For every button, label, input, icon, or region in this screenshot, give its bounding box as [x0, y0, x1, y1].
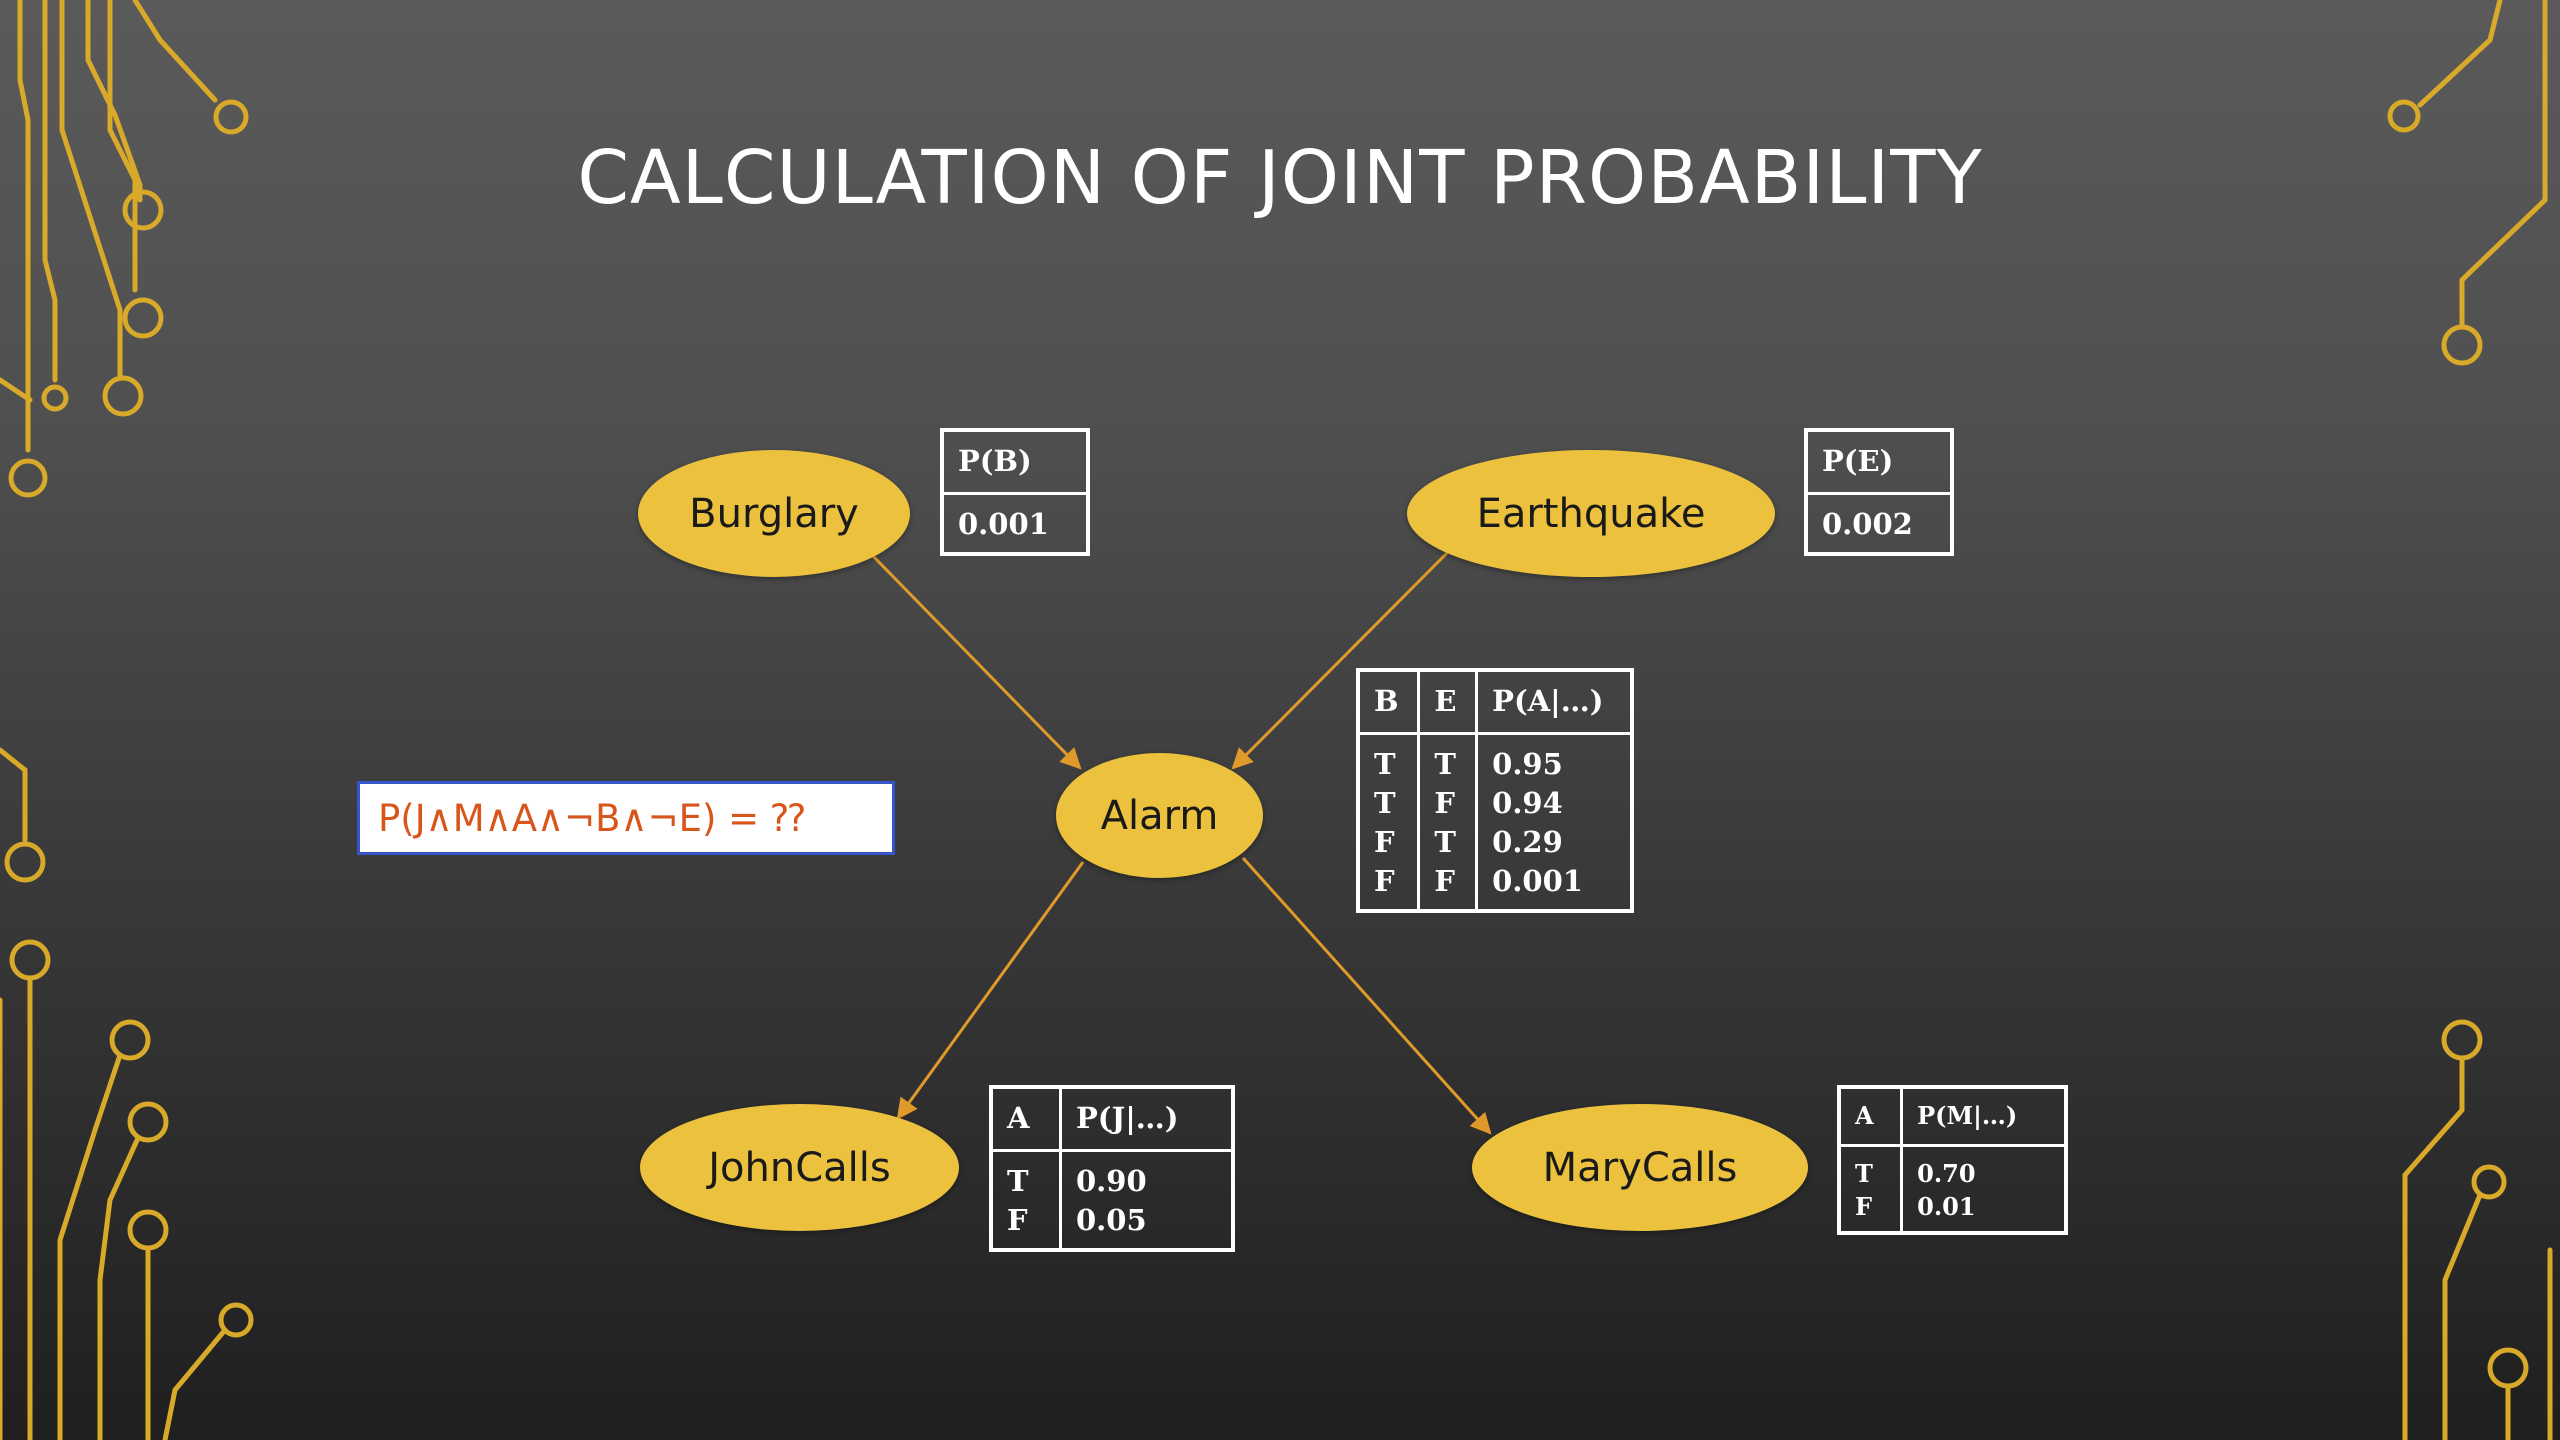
cpt-cell: T [1374, 745, 1403, 784]
cpt-cell: F [1434, 862, 1461, 901]
cpt-col-header: A [1839, 1087, 1902, 1146]
cpt-cell: T [1434, 745, 1461, 784]
cpt-col-header: E [1419, 670, 1477, 734]
cpt-col-header: B [1358, 670, 1419, 734]
node-alarm: Alarm [1056, 753, 1263, 878]
cpt-cell: T [1855, 1157, 1886, 1190]
edge-burglary-alarm [872, 555, 1080, 768]
cpt-column: 0.70 0.01 [1902, 1146, 2066, 1234]
cpt-cell: F [1374, 862, 1403, 901]
cpt-col-header: P(J|…) [1061, 1087, 1234, 1151]
cpt-cell: 0.95 [1492, 745, 1616, 784]
cpt-burglary: P(B) 0.001 [940, 428, 1090, 556]
cpt-cell: T [1007, 1162, 1045, 1201]
cpt-header: P(B) [942, 430, 1088, 494]
cpt-cell: 0.05 [1076, 1201, 1217, 1240]
cpt-column: T F [991, 1151, 1061, 1251]
node-marycalls: MaryCalls [1472, 1104, 1808, 1231]
slide-title: CALCULATION OF JOINT PROBABILITY [0, 135, 2560, 221]
cpt-cell: T [1434, 823, 1461, 862]
cpt-column: T F [1839, 1146, 1902, 1234]
cpt-column: 0.95 0.94 0.29 0.001 [1477, 734, 1632, 912]
cpt-earthquake: P(E) 0.002 [1804, 428, 1954, 556]
cpt-cell: 0.70 [1917, 1157, 2050, 1190]
cpt-johncalls: A P(J|…) T F 0.90 0.05 [989, 1085, 1235, 1252]
cpt-cell: 0.94 [1492, 784, 1616, 823]
cpt-cell: F [1007, 1201, 1045, 1240]
cpt-cell: T [1374, 784, 1403, 823]
cpt-col-header: A [991, 1087, 1061, 1151]
node-burglary: Burglary [638, 450, 910, 577]
node-johncalls: JohnCalls [640, 1104, 959, 1231]
cpt-column: T T F F [1358, 734, 1419, 912]
cpt-column: T F T F [1419, 734, 1477, 912]
cpt-cell: 0.001 [1492, 862, 1616, 901]
cpt-cell: F [1855, 1190, 1886, 1223]
cpt-header: P(E) [1806, 430, 1952, 494]
cpt-column: 0.90 0.05 [1061, 1151, 1234, 1251]
edge-alarm-johncalls [898, 862, 1083, 1118]
cpt-value: 0.001 [942, 494, 1088, 555]
cpt-col-header: P(M|…) [1902, 1087, 2066, 1146]
query-box: P(J∧M∧A∧¬B∧¬E) = ⁇ [357, 781, 895, 855]
cpt-cell: 0.90 [1076, 1162, 1217, 1201]
cpt-value: 0.002 [1806, 494, 1952, 555]
cpt-col-header: P(A|…) [1477, 670, 1632, 734]
cpt-cell: F [1374, 823, 1403, 862]
node-earthquake: Earthquake [1407, 450, 1775, 577]
cpt-cell: 0.29 [1492, 823, 1616, 862]
cpt-marycalls: A P(M|…) T F 0.70 0.01 [1837, 1085, 2068, 1235]
cpt-cell: F [1434, 784, 1461, 823]
cpt-cell: 0.01 [1917, 1190, 2050, 1223]
cpt-alarm: B E P(A|…) T T F F T F T F 0.95 0.94 0.2… [1356, 668, 1634, 913]
